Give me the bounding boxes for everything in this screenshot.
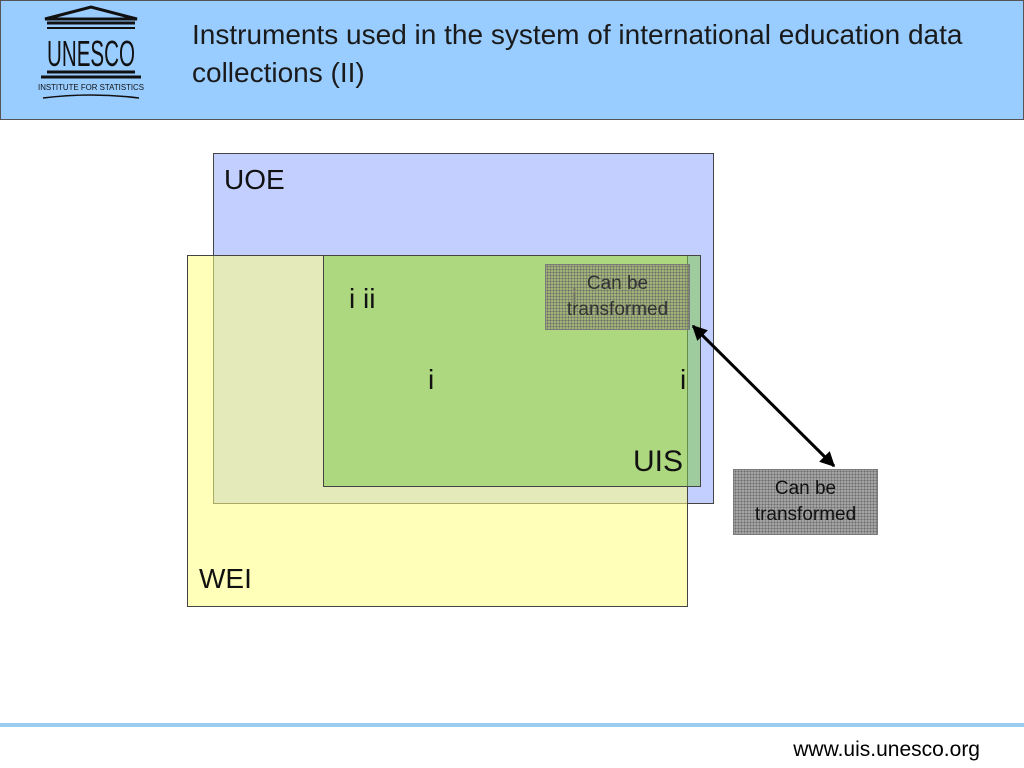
header-banner: UNESCO INSTITUTE FOR STATISTICS Instrume… [0, 0, 1024, 120]
logo-text: UNESCO [47, 33, 135, 74]
unesco-logo: UNESCO INSTITUTE FOR STATISTICS [38, 5, 144, 99]
uis-label: UIS [633, 445, 684, 478]
footer-url[interactable]: www.uis.unesco.org [793, 738, 980, 761]
uoe-label: UOE [224, 164, 285, 195]
transform-box-line2: transformed [566, 299, 669, 320]
slide-title: Instruments used in the system of intern… [192, 19, 963, 88]
logo-subtext: INSTITUTE FOR STATISTICS [38, 83, 144, 92]
glyph-i: i [428, 364, 435, 395]
transform-box-line1: Can be [586, 273, 649, 294]
wei-label: WEI [199, 563, 252, 594]
transform-box-line1: Can be [774, 478, 837, 499]
glyph-i: i [680, 364, 687, 395]
glyph-i-ii: i ii [349, 283, 376, 314]
footer-divider [0, 723, 1024, 727]
transform-box-inner: Can be transformed [545, 264, 690, 330]
transform-box-line2: transformed [754, 504, 857, 525]
transform-box-outer: Can be transformed [733, 469, 878, 535]
